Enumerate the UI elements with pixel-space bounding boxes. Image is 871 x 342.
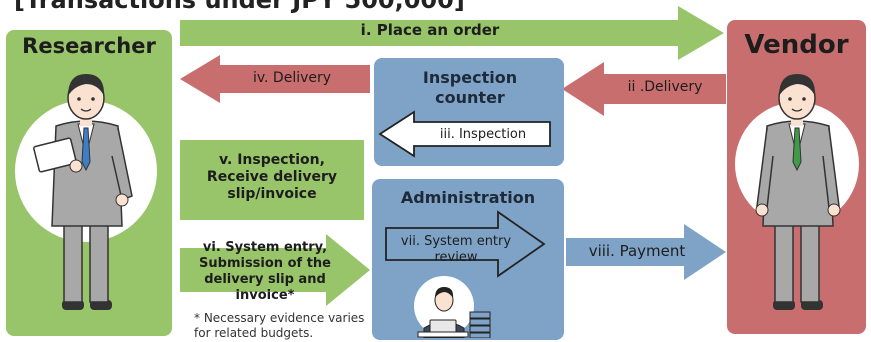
step-iii-label: iii. Inspection xyxy=(439,127,527,142)
page-header: [Transactions under JPY 500,000] xyxy=(14,0,465,14)
researcher-person-icon xyxy=(33,74,133,310)
footnote: * Necessary evidence varies for related … xyxy=(194,311,365,340)
administration-title: Administration xyxy=(400,188,536,207)
step-i-label: i. Place an order xyxy=(360,21,500,39)
inspection-counter-title: Inspection counter xyxy=(422,68,518,107)
researcher-title: Researcher xyxy=(22,34,156,58)
step-v-box xyxy=(180,140,364,220)
payment-arrow xyxy=(566,224,726,280)
delivery-to-researcher-arrow xyxy=(180,55,370,103)
step-iv-label: iv. Delivery xyxy=(252,70,332,86)
inspection-arrow xyxy=(378,110,551,158)
step-vii-label: vii. System entry review xyxy=(400,234,512,265)
system-entry-arrow xyxy=(180,234,370,306)
step-v-label: v. Inspection, Receive delivery slip/inv… xyxy=(206,152,338,202)
system-review-arrow xyxy=(385,210,546,278)
step-ii-label: ii .Delivery xyxy=(627,79,703,95)
step-vi-label: vi. System entry, Submission of the deli… xyxy=(199,240,331,303)
admin-worker-icon xyxy=(414,276,491,338)
delivery-to-counter-arrow xyxy=(562,62,726,116)
vendor-person-icon xyxy=(755,74,841,310)
vendor-title: Vendor xyxy=(744,30,849,60)
step-viii-label: viii. Payment xyxy=(588,242,686,260)
order-arrow xyxy=(180,6,724,60)
